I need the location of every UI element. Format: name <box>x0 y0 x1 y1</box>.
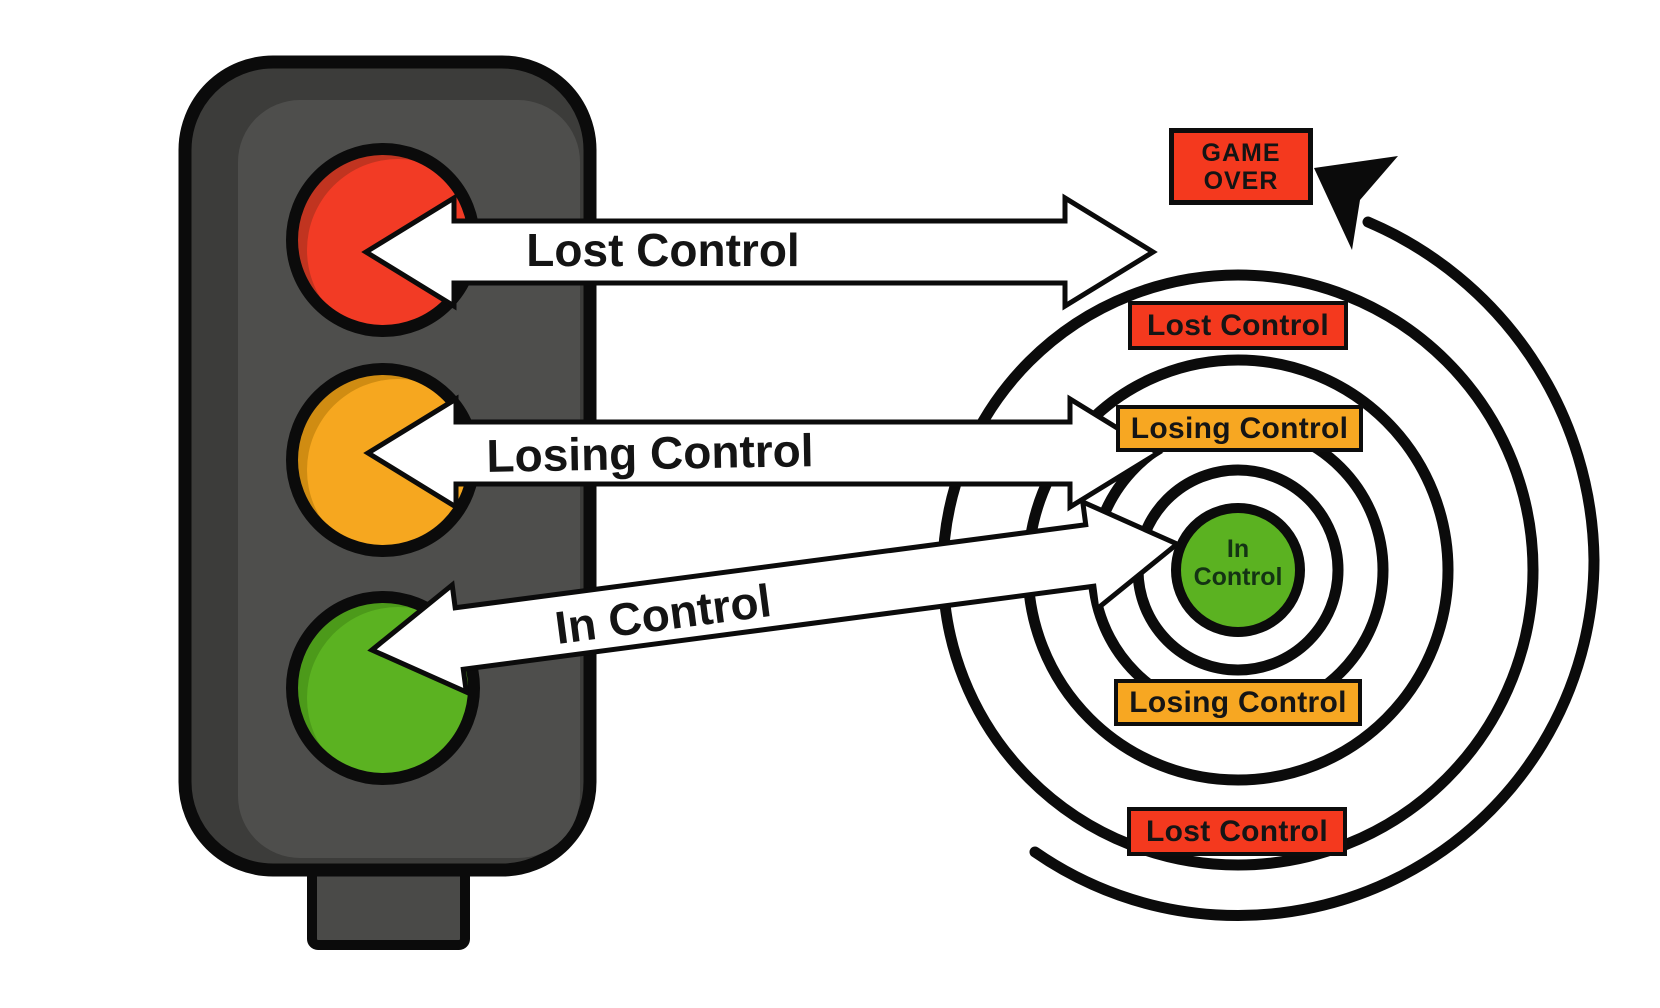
spiral-arrowhead-icon <box>1314 156 1398 250</box>
losing-control-arrow-label: Losing Control <box>486 424 814 482</box>
ring-label-lost-control-bottom: Lost Control <box>1127 807 1347 856</box>
ring-label-lost-control-top: Lost Control <box>1128 301 1348 350</box>
game-over-line-1: GAME <box>1201 138 1281 167</box>
in-control-center-circle <box>1171 503 1305 637</box>
game-over-line-2: OVER <box>1203 166 1279 195</box>
in-control-arrow-icon <box>367 497 1182 697</box>
lost-control-arrow-label: Lost Control <box>526 224 800 276</box>
ring-label-losing-control-bottom: Losing Control <box>1114 679 1362 726</box>
in-control-center-label: In Control <box>1158 535 1318 591</box>
lost-control-arrow-icon <box>361 193 1158 311</box>
arrow-shapes <box>361 193 1182 697</box>
losing-control-arrow-icon <box>363 394 1163 512</box>
ring-label-losing-control-top: Losing Control <box>1116 405 1363 452</box>
game-over-box: GAME OVER <box>1169 128 1313 205</box>
spiral-arrow-icon <box>1029 156 1600 922</box>
in-control-center-line-1: In <box>1226 535 1250 563</box>
in-control-center-line-2: Control <box>1193 562 1283 591</box>
